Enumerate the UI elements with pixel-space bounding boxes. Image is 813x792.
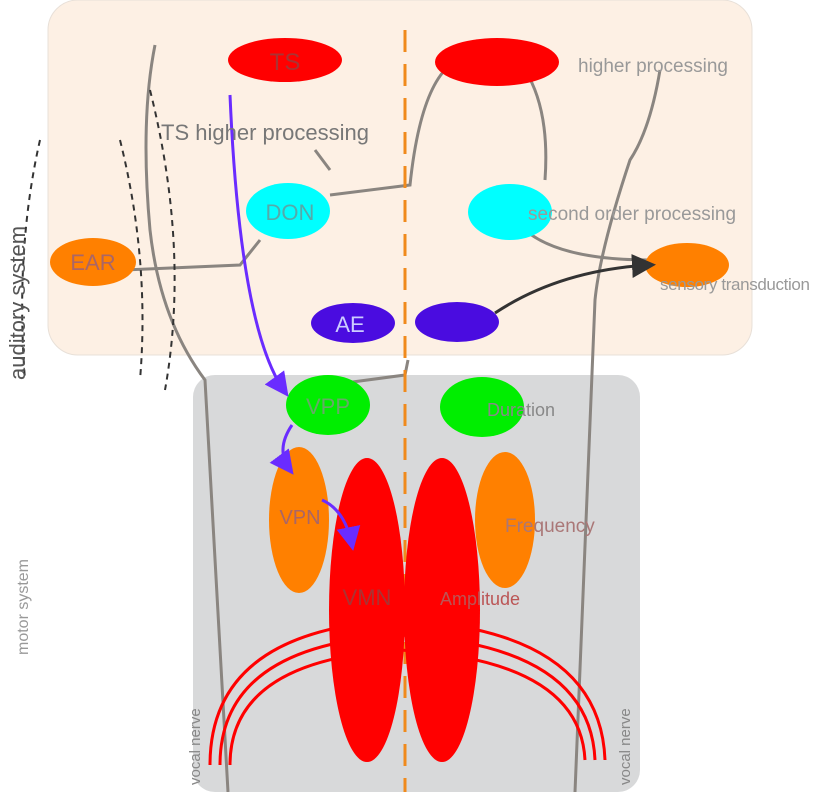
side-label-upper: auditory system — [5, 226, 30, 380]
vpn-node[interactable] — [269, 447, 329, 593]
connection-lines — [124, 44, 662, 792]
side-label-lower: motor system — [15, 559, 32, 655]
amplitude-node[interactable] — [404, 458, 480, 762]
don-label: DON — [266, 200, 315, 225]
ear-label: EAR — [70, 250, 115, 275]
right-ts-node[interactable] — [435, 38, 559, 86]
ear-node[interactable] — [50, 238, 136, 286]
vpp-label: VPP — [306, 394, 350, 419]
amplitude-label: Amplitude — [440, 589, 520, 609]
duration-node[interactable] — [440, 377, 524, 437]
purple-arrow-ts-to-vpp — [228, 94, 289, 397]
purple-arrow-vpn-to-vmn — [321, 498, 361, 551]
right-ae-node[interactable] — [415, 302, 499, 342]
vmn-label: VMN — [343, 585, 392, 610]
purple-arrow-vpp-to-vpn — [269, 424, 294, 475]
dashed-lines — [21, 89, 176, 391]
right-ts-label: higher processing — [578, 56, 728, 77]
ts-label: TS — [270, 49, 301, 76]
ts-higher-label: TS higher processing — [161, 120, 369, 145]
vpp-node[interactable] — [286, 375, 370, 435]
bottom-label-right: vocal nerve — [617, 708, 634, 785]
don-node[interactable] — [246, 183, 330, 239]
duration-label: Duration — [487, 400, 555, 420]
ts-node[interactable] — [228, 38, 342, 82]
vpn-label: VPN — [279, 507, 320, 529]
sensory-node[interactable] — [645, 243, 729, 287]
dark-arrow-ae-to-sensory — [494, 254, 656, 315]
bottom-label-left: vocal nerve — [187, 708, 204, 785]
second-order-label: second order processing — [528, 204, 736, 225]
ae-node[interactable] — [311, 303, 395, 343]
right-don-node[interactable] — [468, 184, 552, 240]
sensory-label: sensory transduction — [660, 275, 810, 294]
frequency-label: Frequency — [505, 516, 595, 537]
frequency-node[interactable] — [475, 452, 535, 588]
ae-label: AE — [335, 312, 364, 337]
vmn-node[interactable] — [329, 458, 405, 762]
